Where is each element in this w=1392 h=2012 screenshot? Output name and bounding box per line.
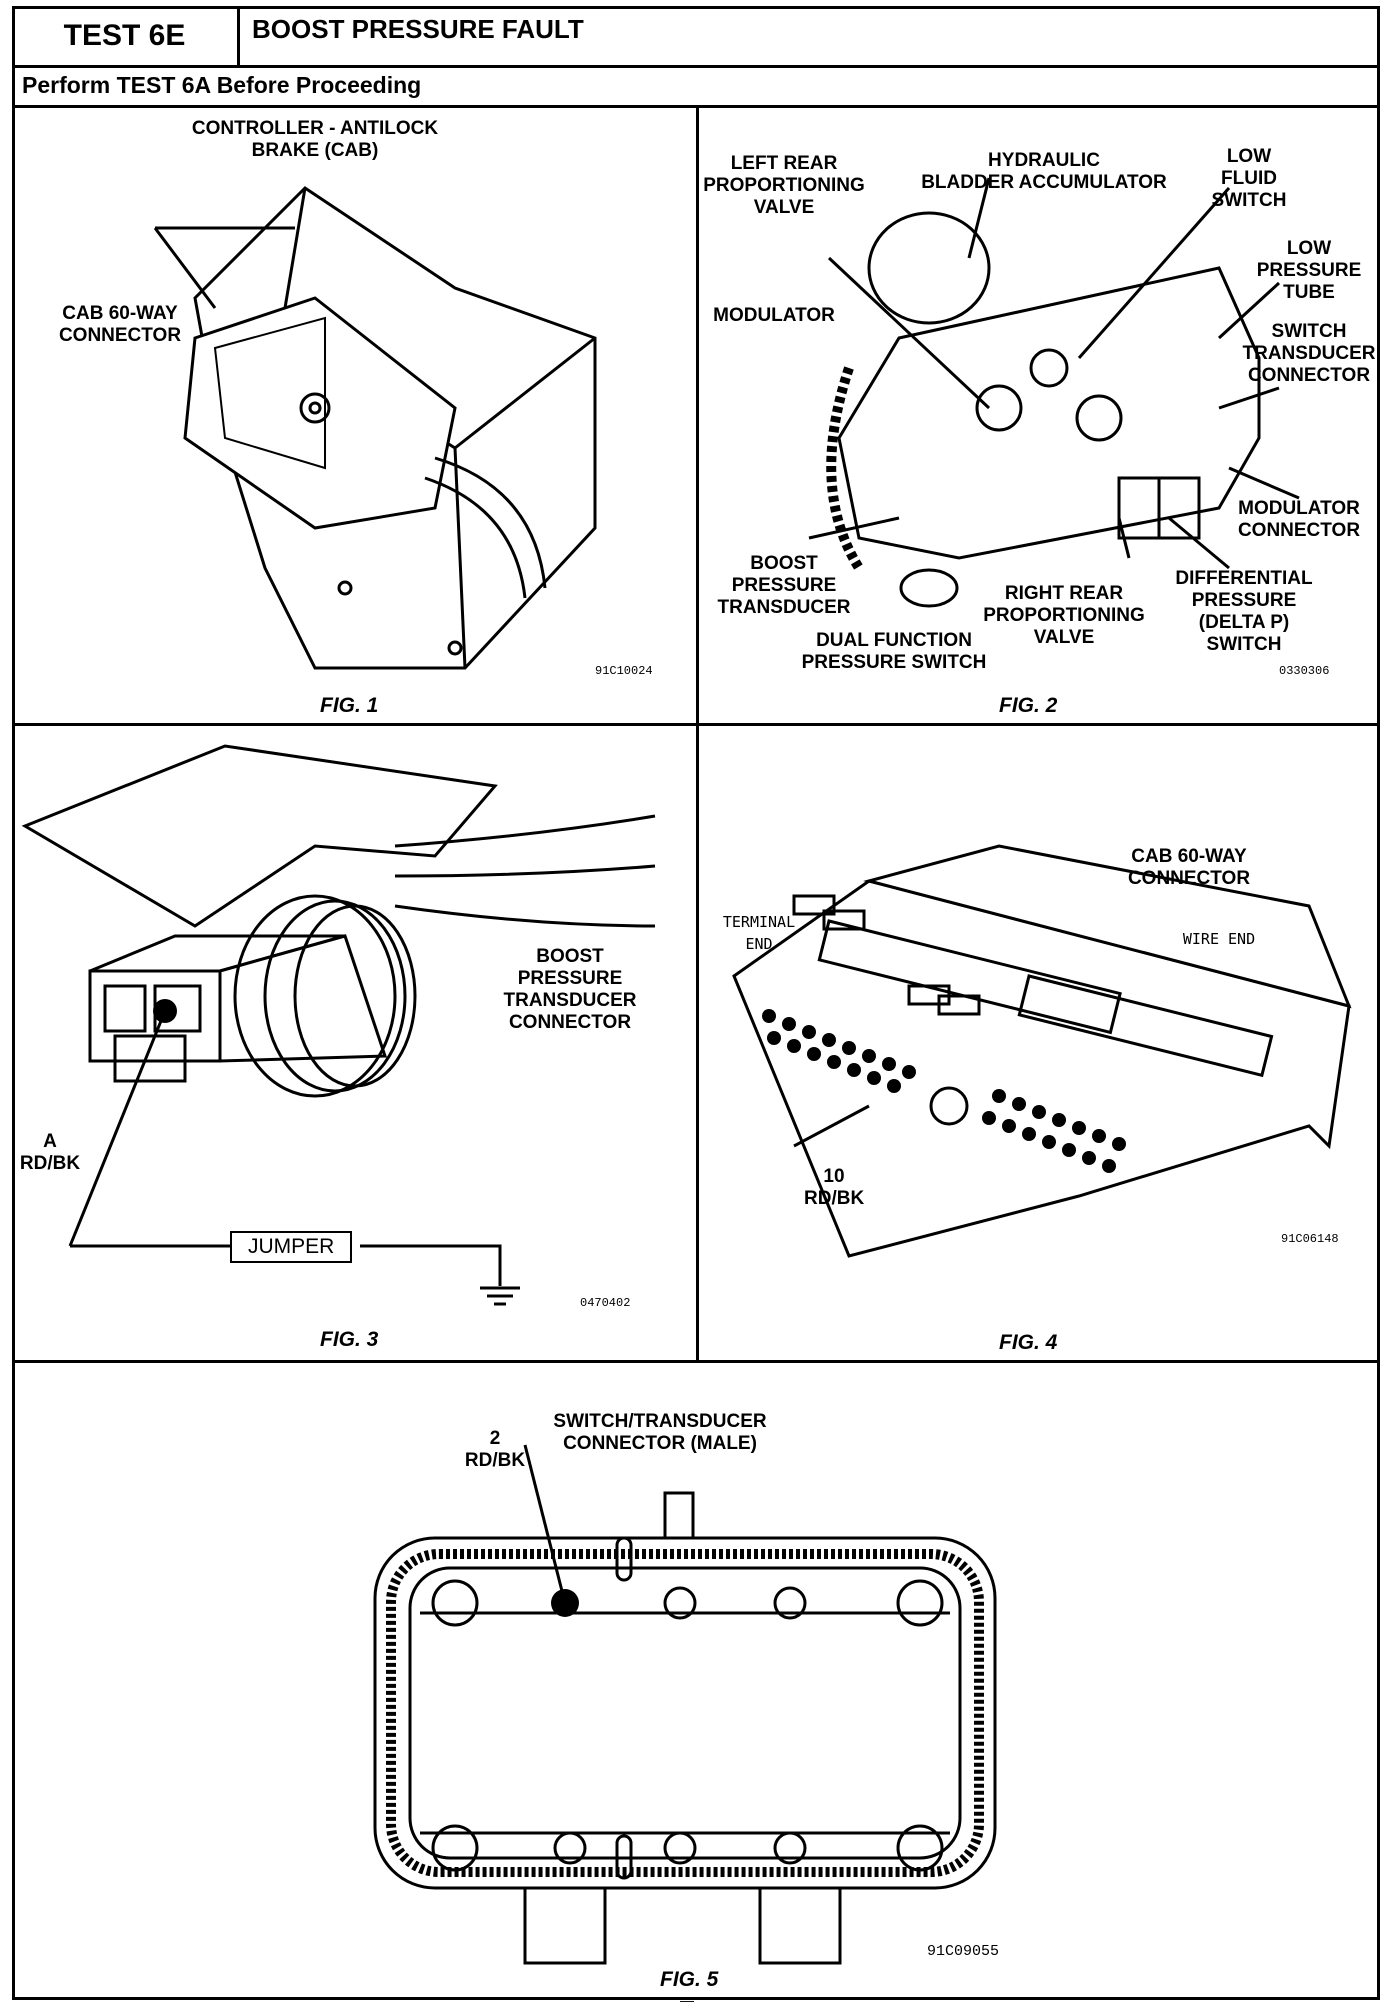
fig3-code: 0470402 xyxy=(580,1296,631,1310)
fig4-panel: CAB 60-WAY CONNECTOR TERMINAL END WIRE E… xyxy=(699,726,1380,1360)
fig5-connector-label: SWITCH/TRANSDUCER CONNECTOR (MALE) xyxy=(553,1411,767,1454)
grid-rule-row2 xyxy=(12,1360,1380,1363)
fig2-code: 0330306 xyxy=(1279,664,1330,678)
fig2-low-fluid-switch-label: LOW FLUID SWITCH xyxy=(1211,146,1287,211)
fig1-connector-label: CAB 60-WAY CONNECTOR xyxy=(58,303,182,346)
fig2-low-pressure-tube-label: LOW PRESSURE TUBE xyxy=(1256,238,1362,303)
fig2-accumulator-label: HYDRAULIC BLADDER ACCUMULATOR xyxy=(921,150,1167,193)
fig3-jumper-box: JUMPER xyxy=(230,1231,353,1263)
fig4-cab-connector-illustration xyxy=(732,844,1352,1258)
fig2-dual-function-switch-label: DUAL FUNCTION PRESSURE SWITCH xyxy=(801,630,987,673)
fig1-controller-label: CONTROLLER - ANTILOCK BRAKE (CAB) xyxy=(191,118,439,161)
grid-rule-mid-v1 xyxy=(696,105,699,725)
fig2-delta-p-switch-label: DIFFERENTIAL PRESSURE (DELTA P) SWITCH xyxy=(1175,568,1313,655)
grid-rule-mid-v2 xyxy=(696,723,699,1363)
fig5-switch-connector-illustration xyxy=(373,1444,997,1965)
fig4-connector-label: CAB 60-WAY CONNECTOR xyxy=(1127,846,1251,889)
fig4-code: 91C06148 xyxy=(1281,1232,1339,1246)
page-frame xyxy=(12,6,1380,2000)
test-title: BOOST PRESSURE FAULT xyxy=(252,14,584,44)
fig2-modulator-illustration xyxy=(808,177,1300,608)
fig2-switch-transducer-connector-label: SWITCH TRANSDUCER CONNECTOR xyxy=(1242,321,1376,386)
test-subtitle: Perform TEST 6A Before Proceeding xyxy=(22,72,422,98)
test-id: TEST 6E xyxy=(12,6,240,68)
fig1-cab-illustration xyxy=(153,186,597,670)
fig5-code: 91C09055 xyxy=(927,1943,1000,1960)
fig3-caption: FIG. 3 xyxy=(320,1328,379,1351)
fig3-connector-label: BOOST PRESSURE TRANSDUCER CONNECTOR xyxy=(503,946,637,1033)
fig5-panel: SWITCH/TRANSDUCER CONNECTOR (MALE) 2 RD/… xyxy=(15,1363,1380,2000)
fig4-caption: FIG. 4 xyxy=(999,1331,1058,1354)
fig5-pin-label: 2 RD/BK xyxy=(464,1428,526,1471)
fig2-boost-transducer-label: BOOST PRESSURE TRANSDUCER xyxy=(717,553,851,618)
fig2-caption: FIG. 2 xyxy=(999,694,1058,717)
fig1-caption: FIG. 1 xyxy=(320,694,379,717)
fig1-code: 91C10024 xyxy=(595,664,653,678)
fig2-left-rear-valve-label: LEFT REAR PROPORTIONING VALVE xyxy=(703,153,865,218)
fig2-panel: LEFT REAR PROPORTIONING VALVE HYDRAULIC … xyxy=(699,108,1380,723)
fig2-right-rear-valve-label: RIGHT REAR PROPORTIONING VALVE xyxy=(983,583,1145,648)
footer-page-mark: — xyxy=(680,1992,694,2008)
fig3-connector-illustration xyxy=(21,744,656,1306)
fig3-panel: BOOST PRESSURE TRANSDUCER CONNECTOR A RD… xyxy=(15,726,696,1360)
fig4-wire-end-label: WIRE END xyxy=(1182,930,1256,948)
fig4-pin-label: 10 RD/BK xyxy=(804,1166,865,1209)
fig3-pin-label: A RD/BK xyxy=(19,1131,81,1174)
fig4-terminal-end-label: TERMINAL END xyxy=(722,913,796,953)
fig2-modulator-label: MODULATOR xyxy=(713,305,835,326)
fig1-panel: CONTROLLER - ANTILOCK BRAKE (CAB) CAB 60… xyxy=(15,108,696,723)
header-divider xyxy=(240,65,1380,68)
fig5-caption: FIG. 5 xyxy=(660,1968,719,1991)
fig2-modulator-connector-label: MODULATOR CONNECTOR xyxy=(1237,498,1361,541)
